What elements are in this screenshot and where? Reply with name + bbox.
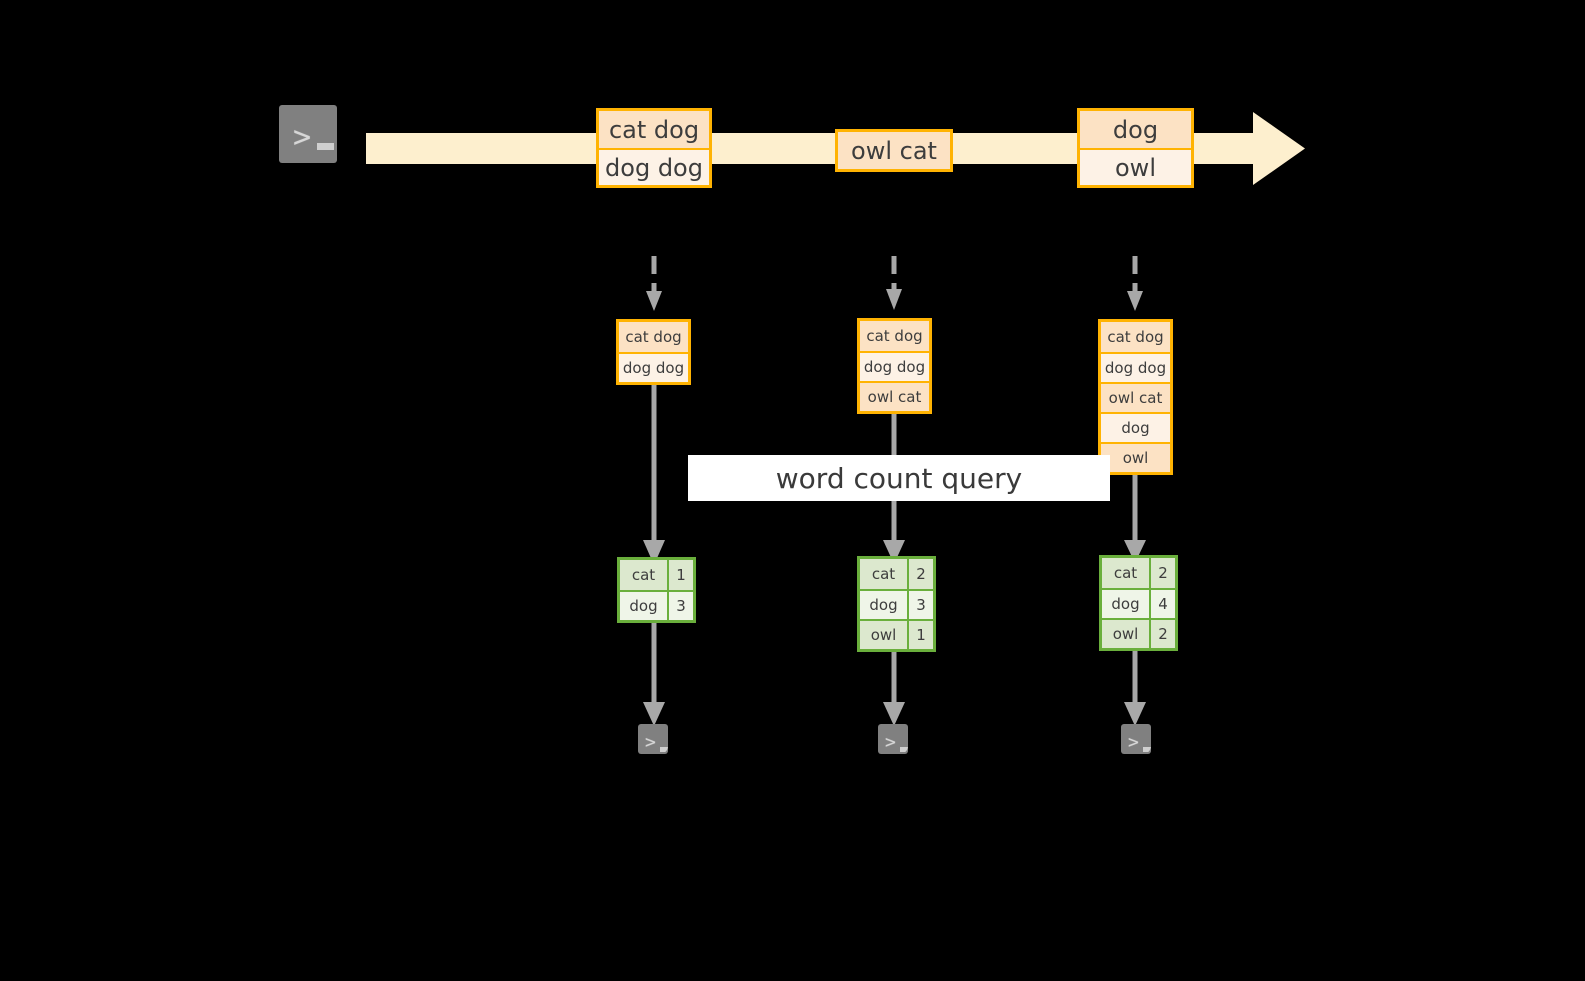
- result-count: 3: [667, 592, 693, 620]
- terminal-screen: >: [1121, 724, 1151, 754]
- result-count: 1: [907, 621, 933, 649]
- stream-event-group-3: dog owl: [1077, 108, 1194, 188]
- result-word: owl: [860, 621, 907, 649]
- terminal-prompt-glyph: >: [645, 732, 656, 753]
- result-row: cat 2: [1102, 558, 1175, 588]
- batch-row: dog: [1101, 412, 1170, 442]
- stream-event-line: cat dog: [599, 111, 709, 148]
- source-terminal-icon: >: [268, 94, 348, 174]
- result-row: dog 4: [1102, 588, 1175, 618]
- terminal-screen: >: [279, 105, 337, 163]
- snapshot-3-sink-terminal-icon: >: [1112, 715, 1160, 763]
- snapshot-3-batch: cat dog dog dog owl cat dog owl: [1098, 319, 1173, 475]
- result-count: 3: [907, 591, 933, 619]
- result-row: owl 1: [860, 619, 933, 649]
- stream-event-line: owl cat: [838, 132, 950, 169]
- result-count: 2: [907, 559, 933, 589]
- result-word: dog: [860, 591, 907, 619]
- query-label-band: word count query: [688, 455, 1110, 501]
- batch-row: dog dog: [860, 351, 929, 381]
- result-word: cat: [860, 559, 907, 589]
- batch-row: cat dog: [1101, 322, 1170, 352]
- result-row: dog 3: [860, 589, 933, 619]
- batch-row: cat dog: [619, 322, 688, 352]
- query-label: word count query: [775, 461, 1023, 495]
- result-word: dog: [620, 592, 667, 620]
- snapshot-2-sink-terminal-icon: >: [869, 715, 917, 763]
- terminal-cursor-glyph: [660, 747, 668, 752]
- sink-arrow-1: [643, 620, 665, 726]
- terminal-cursor-glyph: [1143, 747, 1151, 752]
- terminal-prompt-glyph: >: [1128, 732, 1139, 753]
- terminal-prompt-glyph: >: [293, 120, 312, 155]
- terminal-prompt-glyph: >: [885, 732, 896, 753]
- result-row: dog 3: [620, 590, 693, 620]
- dashed-arrow-2: [886, 256, 902, 310]
- batch-row: cat dog: [860, 321, 929, 351]
- terminal-screen: >: [638, 724, 668, 754]
- result-word: dog: [1102, 590, 1149, 618]
- result-row: cat 2: [860, 559, 933, 589]
- snapshot-2-result-table: cat 2 dog 3 owl 1: [857, 556, 936, 652]
- query-arrow-1: [643, 383, 665, 565]
- terminal-cursor-glyph: [900, 747, 908, 752]
- batch-row: owl cat: [860, 381, 929, 411]
- result-count: 2: [1149, 558, 1175, 588]
- query-arrow-3: [1124, 473, 1146, 563]
- snapshot-1-sink-terminal-icon: >: [629, 715, 677, 763]
- dashed-arrow-3: [1127, 256, 1143, 311]
- stream-event-line: owl: [1080, 148, 1191, 185]
- stream-event-group-2: owl cat: [835, 129, 953, 172]
- result-count: 2: [1149, 620, 1175, 648]
- result-word: cat: [1102, 558, 1149, 588]
- stream-event-group-1: cat dog dog dog: [596, 108, 712, 188]
- terminal-cursor-glyph: [317, 143, 334, 150]
- batch-row: owl: [1101, 442, 1170, 472]
- result-count: 1: [667, 560, 693, 590]
- stream-event-line: dog dog: [599, 148, 709, 185]
- snapshot-1-batch: cat dog dog dog: [616, 319, 691, 385]
- result-row: cat 1: [620, 560, 693, 590]
- snapshot-2-batch: cat dog dog dog owl cat: [857, 318, 932, 414]
- result-count: 4: [1149, 590, 1175, 618]
- terminal-screen: >: [878, 724, 908, 754]
- batch-row: dog dog: [1101, 352, 1170, 382]
- stream-event-line: dog: [1080, 111, 1191, 148]
- snapshot-3-result-table: cat 2 dog 4 owl 2: [1099, 555, 1178, 651]
- batch-row: owl cat: [1101, 382, 1170, 412]
- result-word: owl: [1102, 620, 1149, 648]
- batch-row: dog dog: [619, 352, 688, 382]
- dashed-arrow-1: [646, 256, 662, 311]
- sink-arrow-3: [1124, 650, 1146, 726]
- snapshot-1-result-table: cat 1 dog 3: [617, 557, 696, 623]
- result-row: owl 2: [1102, 618, 1175, 648]
- sink-arrow-2: [883, 650, 905, 726]
- result-word: cat: [620, 560, 667, 590]
